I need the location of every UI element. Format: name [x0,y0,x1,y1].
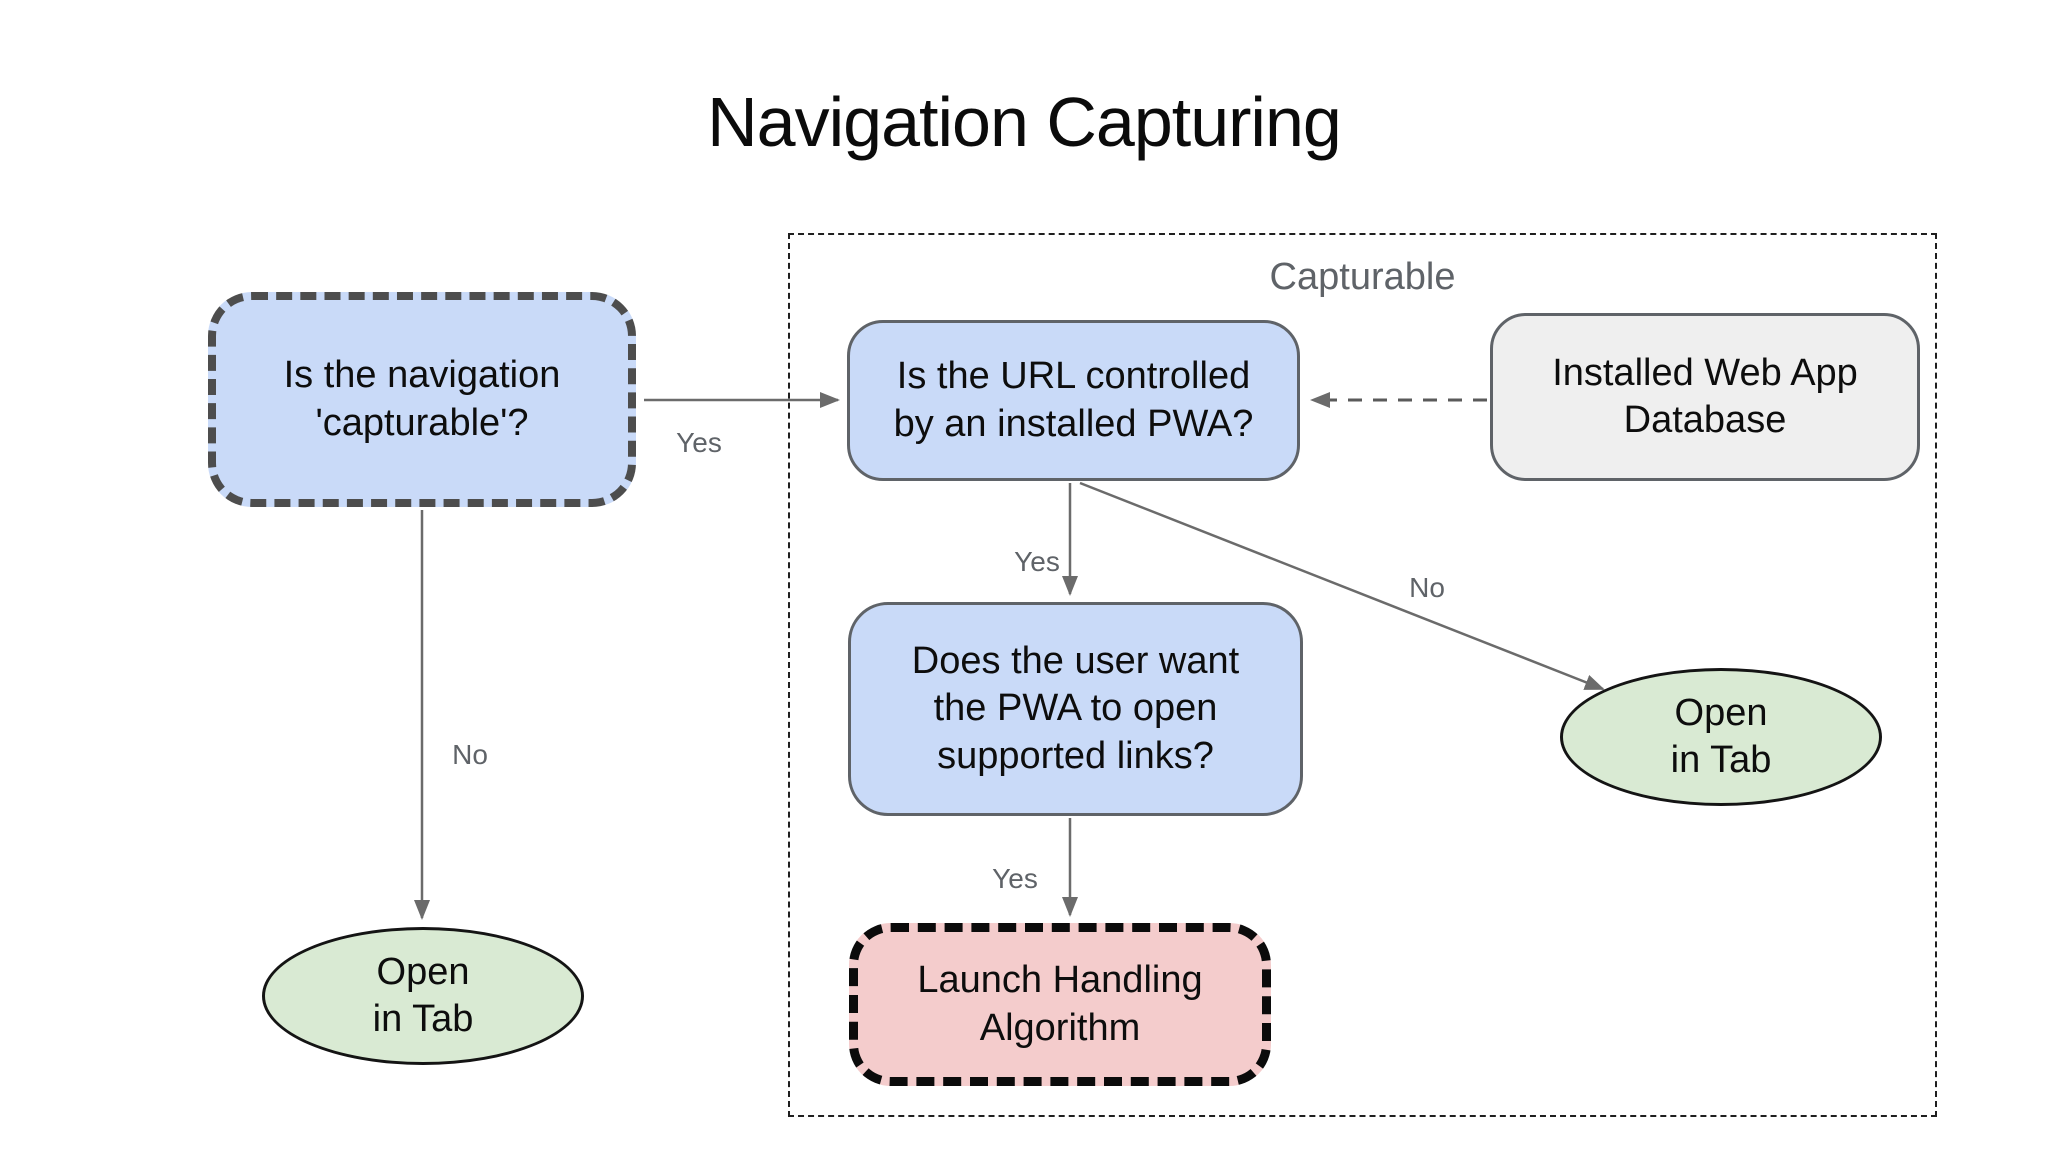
diagram-title: Navigation Capturing [707,83,1342,161]
node-is-url-controlled-by-pwa-label: Is the URL controlled by an installed PW… [893,355,1254,445]
node-open-in-tab-right: Open in Tab [1560,668,1882,806]
capturable-group-label: Capturable [1269,256,1456,298]
edge-label-want-yes: Yes [992,863,1038,894]
node-is-navigation-capturable: Is the navigation 'capturable'? [208,292,636,507]
node-user-want-pwa-open-links: Does the user want the PWA to open suppo… [848,602,1303,816]
node-installed-web-app-database: Installed Web App Database [1490,313,1920,481]
edge-label-url-yes: Yes [1014,546,1060,577]
node-launch-handling-algorithm: Launch Handling Algorithm [849,923,1271,1086]
node-installed-web-app-database-label: Installed Web App Database [1552,351,1858,441]
edge-label-capturable-yes: Yes [676,427,722,458]
edge-label-url-no: No [1409,572,1445,603]
node-user-want-pwa-open-links-label: Does the user want the PWA to open suppo… [911,640,1240,777]
node-open-in-tab-right-label: Open in Tab [1670,691,1772,781]
node-is-url-controlled-by-pwa: Is the URL controlled by an installed PW… [847,320,1300,481]
node-launch-handling-algorithm-label: Launch Handling Algorithm [917,959,1203,1049]
node-open-in-tab-left-label: Open in Tab [372,950,474,1040]
node-open-in-tab-left: Open in Tab [262,927,584,1065]
edge-label-capturable-no: No [452,739,488,770]
capturable-group-boundary [788,233,1937,1117]
node-is-navigation-capturable-label: Is the navigation 'capturable'? [283,354,561,444]
